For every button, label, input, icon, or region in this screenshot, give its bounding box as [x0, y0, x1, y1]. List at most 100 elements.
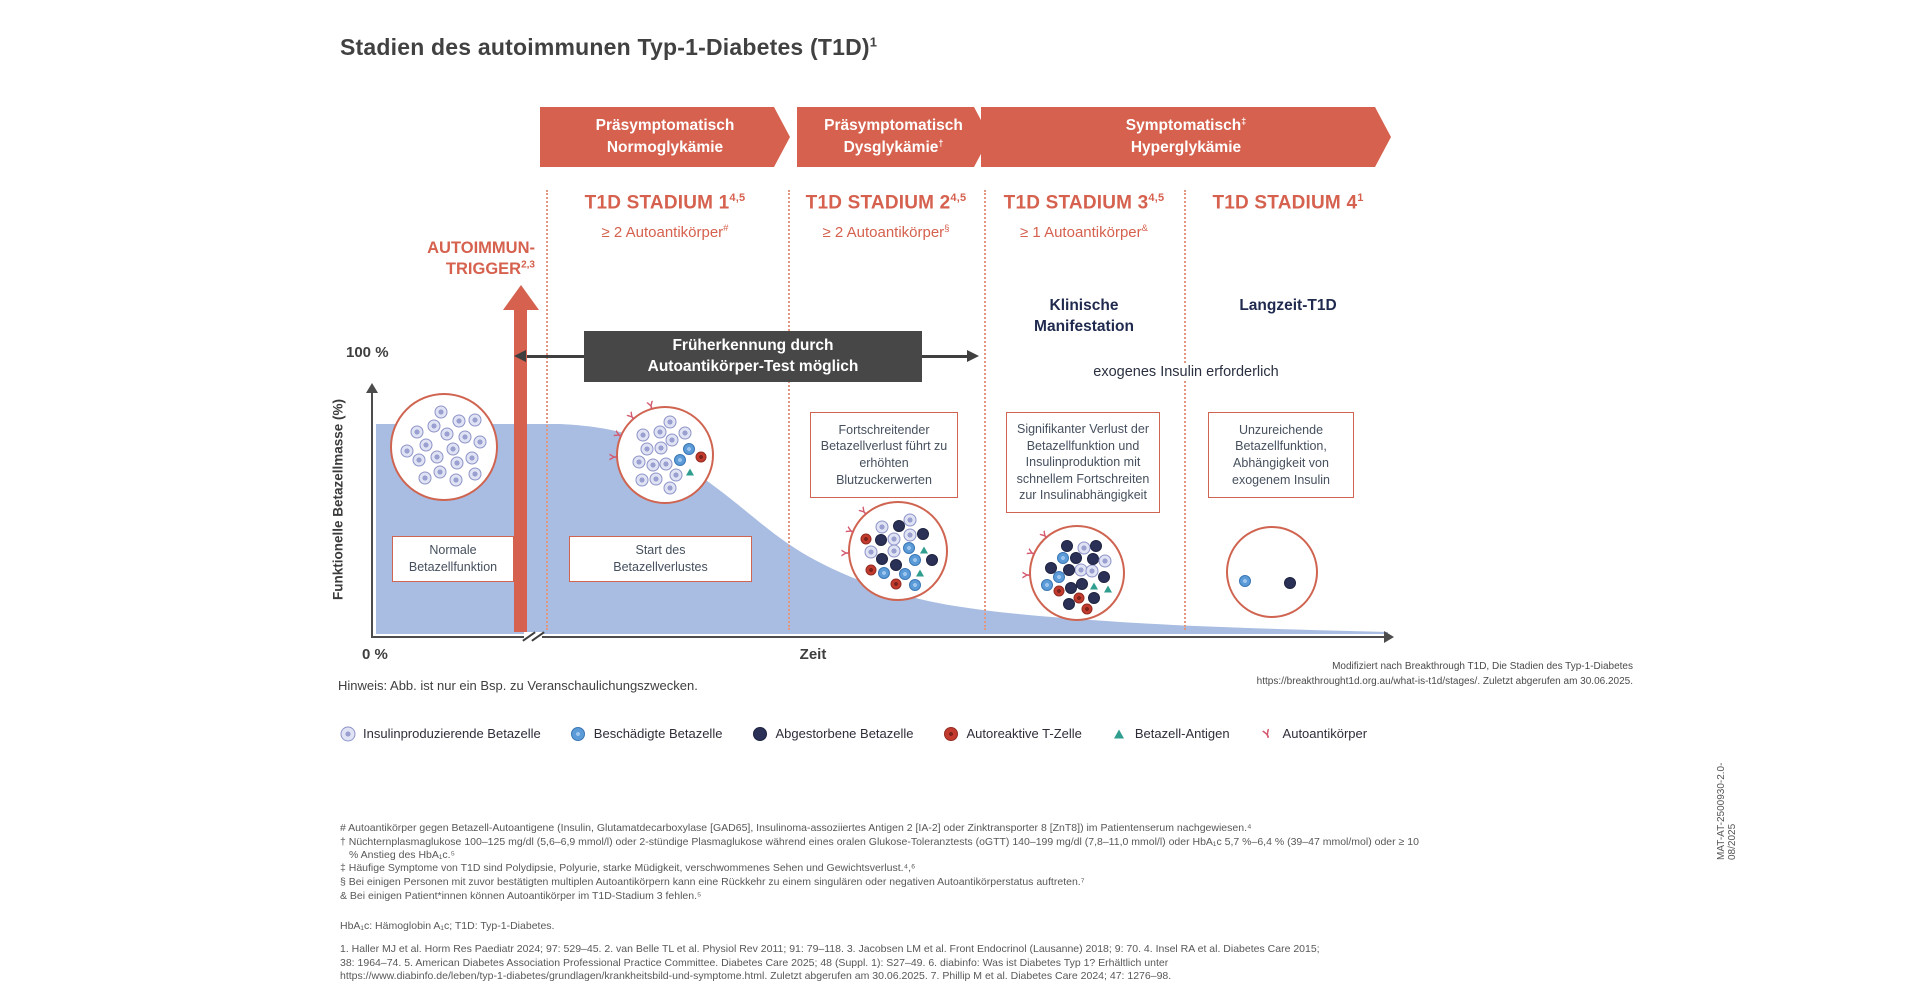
x-axis-arrow-icon [1384, 631, 1394, 643]
callout-normale-betazellfunktion: Normale Betazellfunktion [392, 536, 514, 582]
healthy-cell-icon [635, 473, 648, 487]
legend-label: Insulinproduzierende Betazelle [363, 726, 541, 741]
healthy-cell-icon [427, 419, 441, 433]
stage3-antibody-label: ≥ 1 Autoantikörper& [1020, 223, 1148, 241]
healthy-cell-icon [665, 433, 679, 447]
dead-cell-icon [1045, 561, 1058, 574]
healthy-cell-icon [636, 428, 650, 442]
callout-start-betazellverlust: Start des Betazellverlustes [569, 536, 752, 582]
footnote-section: § Bei einigen Personen mit zuvor bestäti… [340, 876, 1085, 889]
stage1-title: T1D STADIUM 14,5 [584, 192, 746, 214]
autoantibody-icon: Y [839, 548, 853, 557]
damaged-cell-icon [909, 579, 922, 592]
healthy-cell-icon [434, 405, 448, 419]
footnotes: # Autoantikörper gegen Betazell-Autoanti… [340, 822, 1425, 904]
y-axis [371, 392, 373, 638]
healthy-cell-icon [669, 468, 682, 482]
legend-item: Y Autoantikörper [1260, 726, 1368, 742]
healthy-cell-icon [433, 465, 447, 479]
healthy-cell-icon [452, 414, 466, 428]
betacell-antigen-icon [1112, 726, 1127, 741]
legend-item: Betazell-Antigen [1112, 726, 1230, 741]
tcell-cell-icon [1053, 585, 1064, 597]
callout-fortschreitender-betazellverlust: Fortschreitender Betazellverlust führt z… [810, 412, 958, 498]
dead-cell-icon [1283, 576, 1296, 589]
tcell-cell-icon [1081, 603, 1093, 615]
banner-line2: Dysglykämie† [843, 138, 944, 157]
damaged-cell-icon [909, 554, 922, 567]
left-arrow-shaft [527, 355, 584, 358]
healthy-cell-icon [449, 473, 463, 487]
trigger-line2: TRIGGER2,3 [445, 259, 535, 278]
banner-line1: Präsymptomatisch [824, 117, 963, 135]
healthy-cell-icon [887, 532, 901, 546]
healthy-cell-icon [887, 544, 901, 558]
healthy-cell-icon [903, 528, 917, 542]
legend-item: Insulinproduzierende Betazelle [340, 726, 541, 741]
dead-cell-icon [1089, 539, 1102, 552]
stage1-antibody-label: ≥ 2 Autoantikörper# [601, 223, 729, 241]
banner-praesymptomatisch-normoglykaemie: Präsymptomatisch Normoglykämie [540, 107, 790, 167]
healthy-cell-icon [663, 481, 677, 495]
y-axis-arrow-icon [366, 383, 378, 393]
healthy-cell-icon [649, 472, 663, 486]
healthy-cell-icon [640, 442, 654, 456]
legend: Insulinproduzierende Betazelle Beschädig… [340, 726, 1367, 741]
damaged-cell-icon [1041, 579, 1054, 592]
cell-cluster-circle [1226, 526, 1318, 618]
damaged-cell-icon [1056, 551, 1069, 564]
damaged-cell-icon [1052, 570, 1065, 583]
damaged-cell-icon [674, 453, 687, 466]
tcell-cell-icon [860, 533, 872, 545]
banner-praesymptomatisch-dysglykaemie: Präsymptomatisch Dysglykämie† [797, 107, 990, 167]
healthy-cell-icon [1085, 564, 1099, 578]
healthy-cell-icon [663, 415, 677, 429]
healthy-cell-icon [458, 430, 472, 444]
attribution-line1: Modifiziert nach Breakthrough T1D, Die S… [1332, 661, 1633, 672]
healthy-cell-icon [1077, 541, 1091, 555]
dead-cell-icon [1069, 552, 1082, 564]
healthy-cell-icon [678, 426, 692, 440]
attribution-line2[interactable]: https://breakthrought1d.org.au/what-is-t… [1256, 675, 1633, 687]
legend-label: Beschädigte Betazelle [593, 726, 723, 741]
healthy-cell-icon [465, 451, 479, 465]
healthy-cell-icon [412, 453, 426, 467]
healthy-cell-icon [400, 444, 414, 458]
references: 1. Haller MJ et al. Horm Res Paediatr 20… [340, 943, 1320, 983]
callout-signifikanter-verlust: Signifikanter Verlust der Betazellfunkti… [1006, 412, 1160, 513]
dead-cell-icon [889, 558, 902, 571]
healthy-cell-icon [653, 425, 667, 439]
trigger-arrow-icon [503, 285, 539, 310]
healthy-cell-icon [659, 457, 673, 471]
stage2-title: T1D STADIUM 24,5 [805, 192, 967, 214]
legend-label: Autoantikörper [1282, 726, 1368, 741]
antigen-icon [1089, 582, 1098, 590]
tcell-cell-icon [865, 564, 877, 576]
healthy-cell-icon [875, 520, 889, 534]
healthy-cell-icon [410, 425, 424, 439]
early-detection-box: Früherkennung durch Autoantikörper-Test … [584, 331, 922, 382]
healthy-cell-icon [903, 513, 917, 527]
legend-item: Abgestorbene Betazelle [752, 726, 914, 741]
stage4-title: T1D STADIUM 41 [1212, 192, 1364, 214]
legend-label: Betazell-Antigen [1134, 726, 1230, 741]
stage4-langzeit-note: Langzeit-T1D [1239, 297, 1337, 314]
page-title: Stadien des autoimmunen Typ-1-Diabetes (… [340, 34, 878, 60]
banner-line1: Symptomatisch‡ [1125, 115, 1247, 135]
left-arrow-icon [514, 350, 526, 362]
autoreactive-tcell-icon [944, 726, 959, 741]
healthy-cell-icon [468, 467, 482, 481]
footnote-hash: # Autoantikörper gegen Betazell-Autoanti… [340, 822, 1252, 834]
healthy-cell-icon [468, 413, 482, 427]
right-arrow-shaft [922, 355, 968, 358]
tcell-cell-icon [890, 578, 902, 590]
dead-cell-icon [876, 552, 889, 565]
damaged-cell-icon [877, 566, 890, 579]
exogenous-insulin-note: exogenes Insulin erforderlich [1046, 363, 1326, 381]
healthy-cell-icon [654, 441, 668, 455]
damaged-cell-icon [682, 442, 695, 455]
dead-cell-icon [875, 533, 888, 546]
healthy-cell-icon [418, 471, 432, 485]
footnote-double-dagger: ‡ Häufige Symptome von T1D sind Polydips… [340, 862, 916, 875]
tcell-cell-icon [1073, 592, 1085, 604]
